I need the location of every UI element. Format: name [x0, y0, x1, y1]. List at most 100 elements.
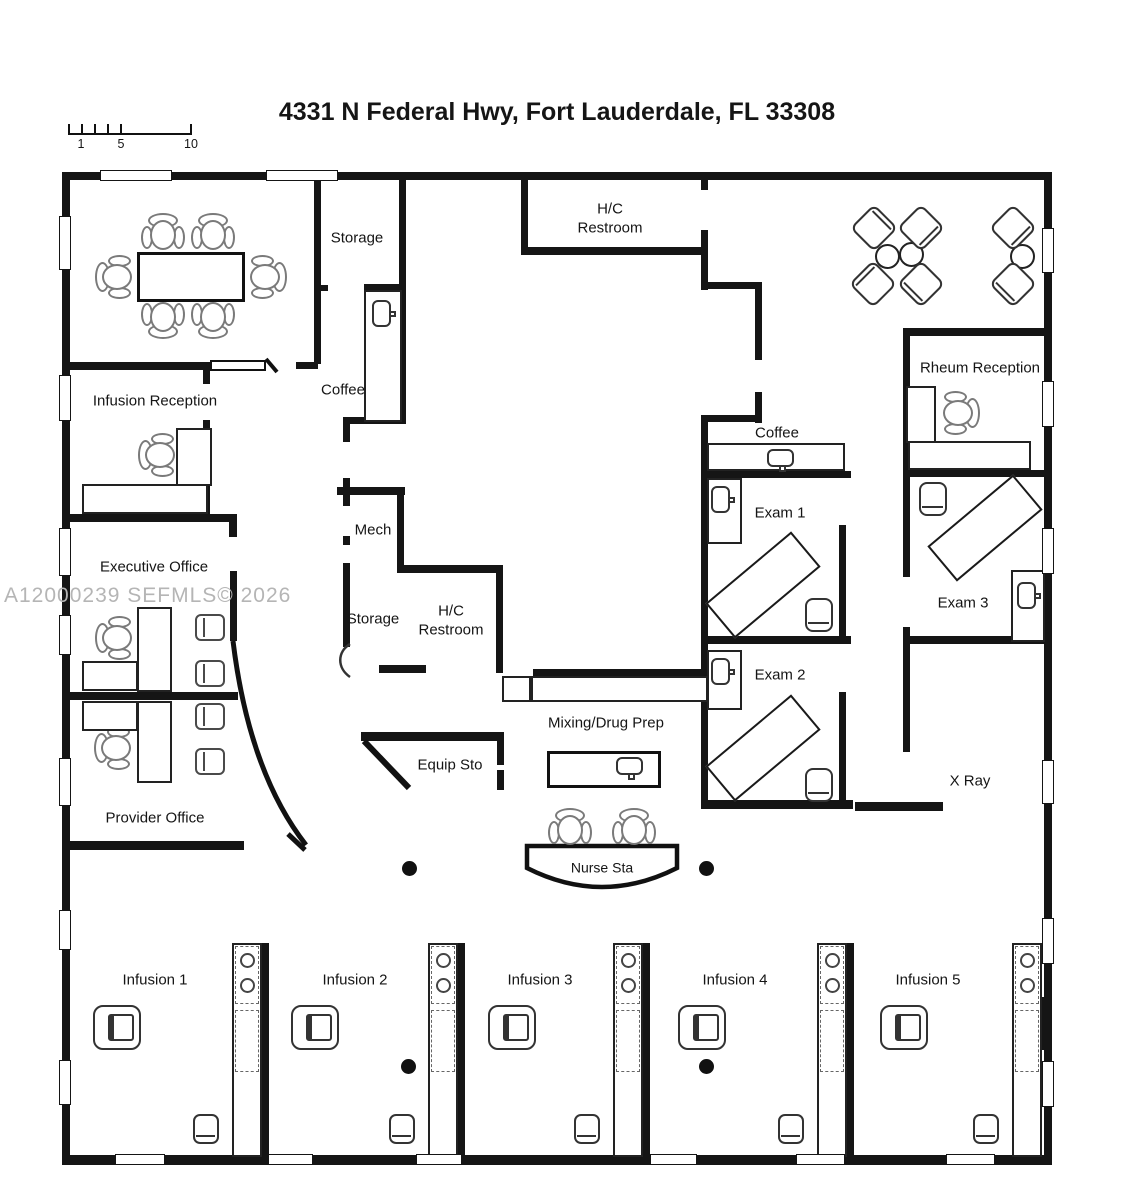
chair-icon [919, 482, 947, 516]
room-label-infusion-2: Infusion 2 [322, 971, 388, 989]
guest-chair-icon [195, 703, 225, 730]
scale-tick [190, 124, 192, 135]
counter-or-desk [82, 484, 208, 514]
counter-or-desk [908, 441, 1031, 470]
room-label-coffee-top: Coffee [321, 381, 365, 399]
wall [62, 172, 70, 1163]
window [59, 758, 71, 806]
room-label-exam-2: Exam 2 [754, 666, 806, 684]
sink-basin-icon [240, 953, 255, 968]
wall [397, 565, 503, 573]
cabinet-section [431, 946, 455, 1004]
window [650, 1154, 697, 1165]
wall [337, 487, 405, 495]
wall [397, 487, 404, 573]
wall [399, 172, 406, 424]
window [1042, 381, 1054, 427]
window [1042, 918, 1054, 964]
counter-or-desk [176, 428, 212, 486]
sink-basin-icon [825, 978, 840, 993]
scale-tick [68, 124, 70, 135]
wall [755, 282, 762, 360]
sink-tap-icon [628, 773, 635, 780]
room-label-infusion-reception: Infusion Reception [92, 392, 218, 410]
chair-icon [574, 1114, 600, 1144]
sink-basin-icon [621, 953, 636, 968]
window [1042, 528, 1054, 574]
task-chair-icon [612, 808, 656, 850]
task-chair-icon [141, 297, 185, 339]
task-chair-icon [95, 255, 137, 299]
sink-tap-icon [779, 465, 786, 472]
sink-basin-icon [1020, 953, 1035, 968]
wall [62, 841, 244, 850]
wall [701, 282, 762, 289]
window [59, 216, 71, 270]
wall [903, 328, 1052, 336]
task-chair-icon [94, 726, 136, 770]
sink-basin-icon [240, 978, 255, 993]
sink-icon [616, 757, 643, 780]
guest-chair-icon [195, 748, 225, 775]
window [1042, 760, 1054, 804]
window [796, 1154, 845, 1165]
room-label-mech: Mech [354, 521, 392, 539]
wall [497, 732, 504, 765]
wall [343, 417, 350, 442]
sink-basin-icon [825, 953, 840, 968]
wall [314, 172, 321, 364]
counter-or-desk [82, 661, 138, 691]
chair-icon [973, 1114, 999, 1144]
recliner-chair-icon [291, 1005, 339, 1050]
wall [839, 525, 846, 639]
room-label-storage-top: Storage [330, 229, 384, 247]
cabinet-section [235, 1010, 259, 1072]
door-tick [264, 357, 279, 374]
sink-basin-icon [436, 953, 451, 968]
sink-tap-icon [389, 311, 396, 317]
sink-icon [767, 449, 794, 472]
room-label-provider-office: Provider Office [105, 809, 205, 827]
wall [296, 362, 318, 369]
wall [701, 230, 708, 290]
room-label-rheum-reception: Rheum Reception [919, 359, 1041, 377]
task-chair-icon [938, 391, 980, 435]
wall-end-tick [286, 832, 307, 852]
wall [521, 172, 528, 255]
room-label-nurse-sta: Nurse Sta [570, 859, 634, 876]
sink-icon [711, 658, 735, 685]
cabinet-section [235, 946, 259, 1004]
sink-basin-icon [436, 978, 451, 993]
sink-icon [1017, 582, 1041, 609]
wall [62, 1155, 1052, 1165]
room-label-infusion-1: Infusion 1 [122, 971, 188, 989]
sink-tap-icon [1034, 593, 1041, 599]
counter-or-desk [82, 701, 138, 731]
wall [843, 997, 853, 1050]
window [100, 170, 172, 181]
guest-chair-icon [195, 614, 225, 641]
wall [497, 770, 504, 790]
recliner-chair-icon [93, 1005, 141, 1050]
side-table-icon [875, 244, 900, 269]
window [946, 1154, 995, 1165]
window [416, 1154, 462, 1165]
wall [454, 997, 464, 1050]
wall [319, 285, 328, 291]
wall [496, 565, 503, 673]
door-swing-arc [339, 642, 351, 679]
task-chair-icon [141, 213, 185, 255]
wall [343, 478, 350, 506]
task-chair-icon [191, 213, 235, 255]
wall [701, 172, 708, 190]
wall [343, 536, 350, 545]
wall [855, 802, 943, 811]
window [1042, 228, 1054, 273]
cabinet-section [431, 1010, 455, 1072]
column-dot [402, 861, 417, 876]
room-label-exam-1: Exam 1 [754, 504, 806, 522]
door-leaf [210, 360, 266, 371]
scale-label-1: 1 [77, 137, 85, 151]
room-label-coffee-exam: Coffee [755, 424, 799, 442]
